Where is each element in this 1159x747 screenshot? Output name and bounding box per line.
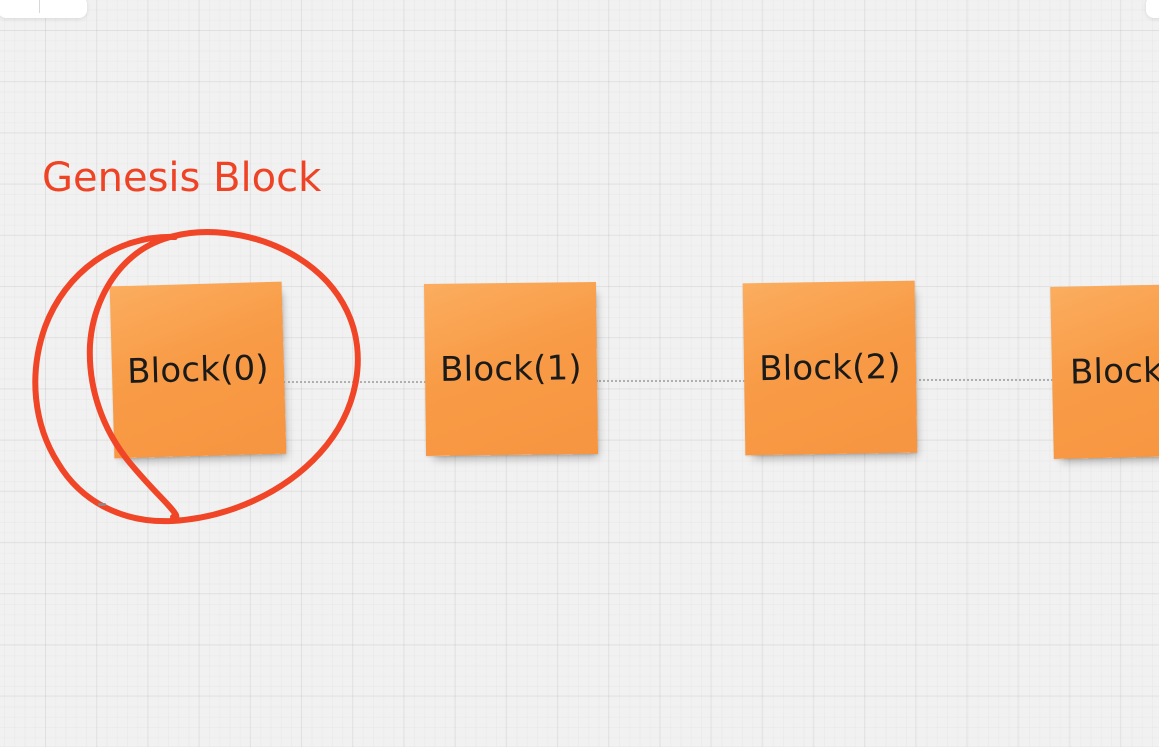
block-node-label: Block(1)	[439, 348, 583, 390]
toolbar-left-stub[interactable]	[0, 0, 87, 18]
toolbar-divider	[39, 0, 40, 13]
block-node-label: Block	[1069, 350, 1159, 393]
stray-ink-dash	[98, 503, 106, 506]
connector-block1-block2[interactable]	[596, 380, 745, 382]
block-node-0[interactable]: Block(0)	[109, 281, 287, 459]
toolbar-right-stub[interactable]	[1146, 0, 1159, 18]
block-node-1[interactable]: Block(1)	[423, 281, 599, 457]
block-node-3[interactable]: Block	[1050, 283, 1159, 459]
block-node-label: Block(0)	[126, 348, 270, 392]
block-node-label: Block(2)	[758, 346, 902, 390]
connector-block2-block3[interactable]	[914, 379, 1053, 381]
block-node-2[interactable]: Block(2)	[742, 280, 918, 456]
connector-block0-block1[interactable]	[283, 381, 426, 383]
annotation-title-genesis-block[interactable]: Genesis Block	[42, 155, 322, 201]
